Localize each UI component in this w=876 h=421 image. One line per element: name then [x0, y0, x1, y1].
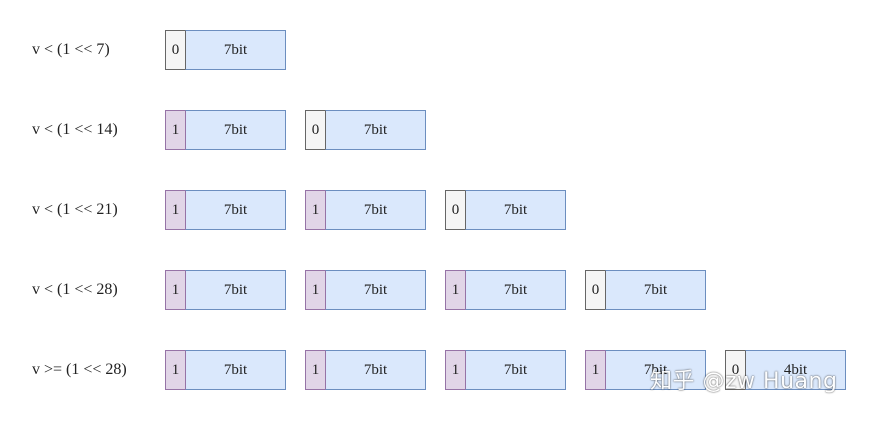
continuation-bit: 1: [445, 350, 465, 390]
condition-label: v < (1 << 21): [32, 201, 118, 218]
continuation-bit: 1: [585, 350, 605, 390]
watermark: 知乎 @zw Huang: [650, 369, 838, 394]
payload-bits: 7bit: [605, 270, 706, 310]
terminal-bit: 0: [305, 110, 325, 150]
condition-label: v < (1 << 14): [32, 121, 118, 138]
continuation-bit: 1: [445, 270, 465, 310]
condition-label: v >= (1 << 28): [32, 361, 127, 378]
payload-bits: 7bit: [325, 270, 426, 310]
continuation-bit: 1: [305, 270, 325, 310]
terminal-bit: 0: [165, 30, 185, 70]
payload-bits: 7bit: [465, 270, 566, 310]
payload-bits: 7bit: [185, 190, 286, 230]
payload-bits: 7bit: [325, 350, 426, 390]
continuation-bit: 1: [165, 190, 185, 230]
continuation-bit: 1: [165, 110, 185, 150]
payload-bits: 7bit: [185, 350, 286, 390]
continuation-bit: 1: [165, 270, 185, 310]
condition-label: v < (1 << 28): [32, 281, 118, 298]
payload-bits: 7bit: [185, 30, 286, 70]
terminal-bit: 0: [445, 190, 465, 230]
payload-bits: 4bit: [745, 350, 846, 390]
payload-bits: 7bit: [465, 190, 566, 230]
payload-bits: 7bit: [185, 270, 286, 310]
payload-bits: 7bit: [325, 110, 426, 150]
condition-label: v < (1 << 7): [32, 41, 110, 58]
payload-bits: 7bit: [325, 190, 426, 230]
payload-bits: 7bit: [605, 350, 706, 390]
terminal-bit: 0: [585, 270, 605, 310]
payload-bits: 7bit: [185, 110, 286, 150]
payload-bits: 7bit: [465, 350, 566, 390]
continuation-bit: 1: [165, 350, 185, 390]
continuation-bit: 1: [305, 350, 325, 390]
continuation-bit: 1: [305, 190, 325, 230]
terminal-bit: 0: [725, 350, 745, 390]
